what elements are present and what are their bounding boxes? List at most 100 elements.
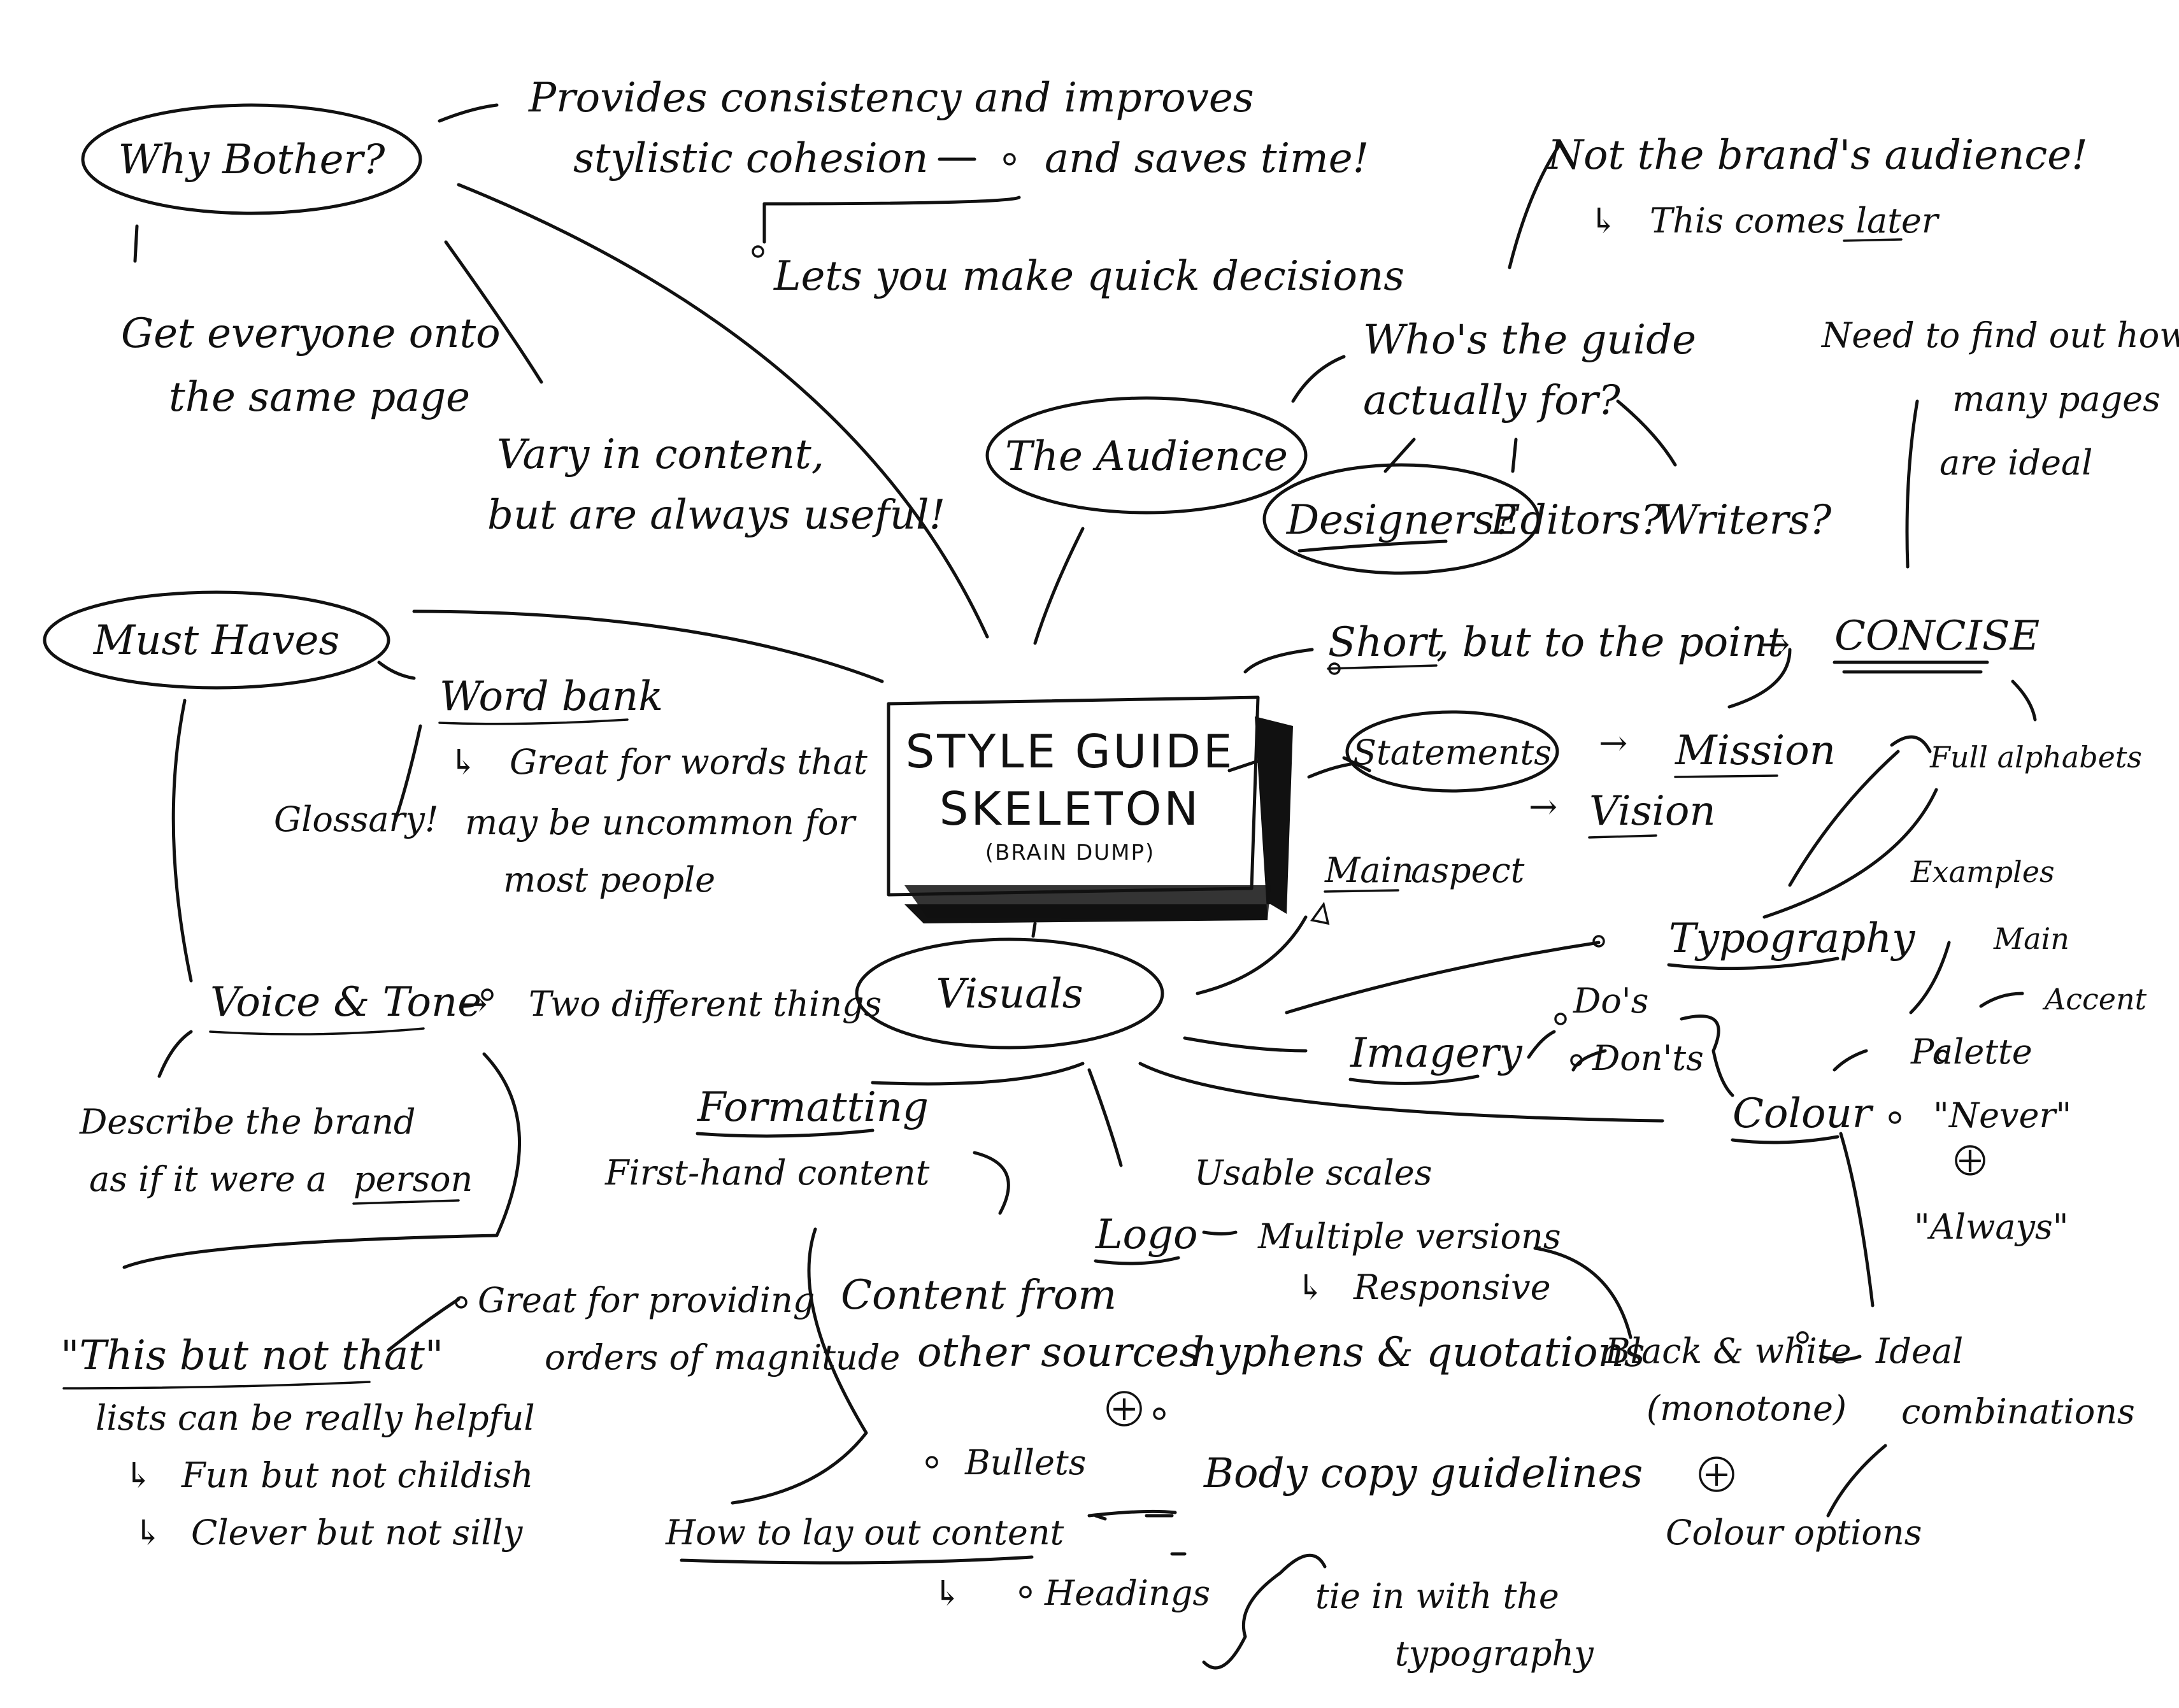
- lists-helpful: lists can be really helpful: [96, 1398, 535, 1438]
- bubble-visuals: [855, 937, 1164, 1050]
- plus-never-always: +: [1955, 1140, 1984, 1180]
- examples: Examples: [1910, 855, 2055, 889]
- describe-line-1: Describe the brand: [79, 1102, 416, 1142]
- pages-note-line-2: many pages: [1952, 379, 2161, 419]
- hook-arrow-5: ↳: [1296, 1267, 1325, 1307]
- center-box: [887, 695, 1260, 897]
- hook-arrow-3: ↳: [124, 1455, 153, 1495]
- imagery: Imagery: [1350, 1030, 1523, 1077]
- black-white-line-1: Black & white: [1604, 1331, 1851, 1371]
- arrow-concise: →: [1761, 624, 1790, 664]
- pages-note-line-3: are ideal: [1940, 443, 2092, 483]
- this-but-not-that: "This but not that": [61, 1332, 443, 1379]
- word-bank-desc-3: most people: [503, 860, 715, 900]
- must-haves-label: Must Haves: [93, 617, 340, 664]
- visuals-branch: Visuals Typography Full alphabets Exampl…: [936, 740, 2147, 1553]
- bubble-statements: [1345, 710, 1559, 793]
- colour-options: Colour options: [1666, 1512, 1922, 1553]
- voice-tone: Voice & Tone: [210, 979, 482, 1026]
- multiple-versions: Multiple versions: [1257, 1216, 1561, 1256]
- arrow-two-things: →: [459, 984, 487, 1024]
- center-sign: STYLE GUIDE SKELETON (BRAIN DUMP): [887, 695, 1293, 923]
- tie-in-line-1: tie in with the: [1315, 1576, 1559, 1616]
- connector-lines: [122, 103, 2037, 1670]
- two-different-things: Two different things: [529, 984, 882, 1024]
- bubble-audience: [985, 396, 1308, 515]
- word-bank: Word bank: [439, 673, 663, 720]
- headings: Headings: [1044, 1573, 1210, 1613]
- concise: CONCISE: [1834, 613, 2040, 660]
- who-line-1: Who's the guide: [1363, 317, 1696, 364]
- short: Short: [1328, 619, 1443, 666]
- bubble-must-haves: [43, 590, 390, 690]
- editors: Editors?: [1490, 497, 1663, 544]
- person: person: [354, 1159, 473, 1199]
- never: "Never": [1933, 1095, 2071, 1135]
- always: "Always": [1914, 1207, 2069, 1247]
- why-bother-label: Why Bother?: [118, 136, 385, 183]
- magnitude-line-2: orders of magnitude: [545, 1337, 900, 1377]
- glossary: Glossary!: [274, 799, 439, 839]
- palette-accent: Accent: [2042, 982, 2147, 1016]
- vary-line-1: Vary in content,: [497, 431, 824, 478]
- ideal-line-1: Ideal: [1875, 1331, 1963, 1371]
- palette-main: Main: [1993, 922, 2069, 956]
- main-aspect-aspect: aspect: [1411, 850, 1525, 890]
- main-aspect-main: Main: [1324, 850, 1414, 890]
- center-title-line2: SKELETON: [939, 782, 1201, 836]
- saves-time: and saves time!: [1045, 135, 1369, 182]
- ideal-line-2: combinations: [1901, 1391, 2135, 1432]
- logo: Logo: [1095, 1211, 1198, 1258]
- pages-note-line-1: Need to find out how: [1820, 315, 2179, 355]
- fun-not-childish: Fun but not childish: [181, 1455, 533, 1495]
- bubble-designers: [1262, 463, 1540, 575]
- not-brand-audience: Not the brand's audience!: [1547, 132, 2088, 179]
- hook-arrow-6: ↳: [933, 1573, 962, 1613]
- vary-line-2: but are always useful!: [487, 492, 945, 539]
- lay-out-content: How to lay out content: [665, 1512, 1064, 1553]
- describe-line-2: as if it were a: [89, 1159, 327, 1199]
- first-hand-content: First-hand content: [604, 1153, 930, 1193]
- donts: Don'ts: [1592, 1038, 1704, 1078]
- same-page-line-2: the same page: [169, 374, 470, 421]
- content-from-line-2: other sources: [917, 1329, 1200, 1376]
- mission: Mission: [1675, 727, 1836, 774]
- hook-arrow-1: ↳: [1589, 201, 1618, 241]
- tie-in-line-2: typography: [1395, 1633, 1594, 1674]
- typography: Typography: [1669, 915, 1915, 962]
- full-alphabets: Full alphabets: [1929, 740, 2142, 774]
- body-copy-guidelines: Body copy guidelines: [1203, 1450, 1643, 1497]
- visuals-label: Visuals: [936, 971, 1083, 1018]
- content-from-line-1: Content from: [841, 1272, 1117, 1319]
- must-haves-branch: Must Haves Word bank ↳ Great for words t…: [61, 617, 900, 1553]
- bubbles: [43, 103, 1559, 1050]
- to-the-point: , but to the point: [1436, 619, 1784, 666]
- dos: Do's: [1573, 981, 1648, 1021]
- same-page-line-1: Get everyone onto: [121, 310, 501, 357]
- word-bank-desc-1: Great for words that: [510, 742, 868, 782]
- responsive: Responsive: [1353, 1267, 1551, 1307]
- designers: Designers?: [1286, 497, 1517, 544]
- audience-label: The Audience: [1005, 433, 1288, 480]
- why-bother-branch: Why Bother? Provides consistency and imp…: [118, 75, 1404, 539]
- center-subtitle: (BRAIN DUMP): [985, 840, 1155, 865]
- plus-colour-options: +: [1702, 1454, 1731, 1494]
- hyphens-quotations: hyphens & quotations: [1191, 1329, 1645, 1376]
- plus-hyphens: +: [1110, 1388, 1138, 1428]
- colour: Colour: [1732, 1090, 1874, 1137]
- benefit-line-1: Provides consistency and improves: [528, 75, 1254, 122]
- word-bank-desc-2: may be uncommon for: [465, 802, 857, 843]
- usable-scales: Usable scales: [1194, 1153, 1432, 1193]
- hook-arrow-2: ↳: [449, 742, 478, 782]
- formatting: Formatting: [697, 1084, 929, 1131]
- magnitude-line-1: Great for providing: [478, 1280, 815, 1320]
- vision: Vision: [1589, 788, 1716, 835]
- comes-later: This comes later: [1650, 201, 1940, 241]
- statements: Statements: [1353, 732, 1552, 772]
- formatting-branch: Formatting First-hand content Content fr…: [604, 1084, 1645, 1674]
- black-white-line-2: (monotone): [1647, 1388, 1847, 1428]
- bullets: Bullets: [964, 1442, 1086, 1483]
- center-title-line1: STYLE GUIDE: [906, 725, 1235, 778]
- hook-arrow-4: ↳: [134, 1512, 162, 1553]
